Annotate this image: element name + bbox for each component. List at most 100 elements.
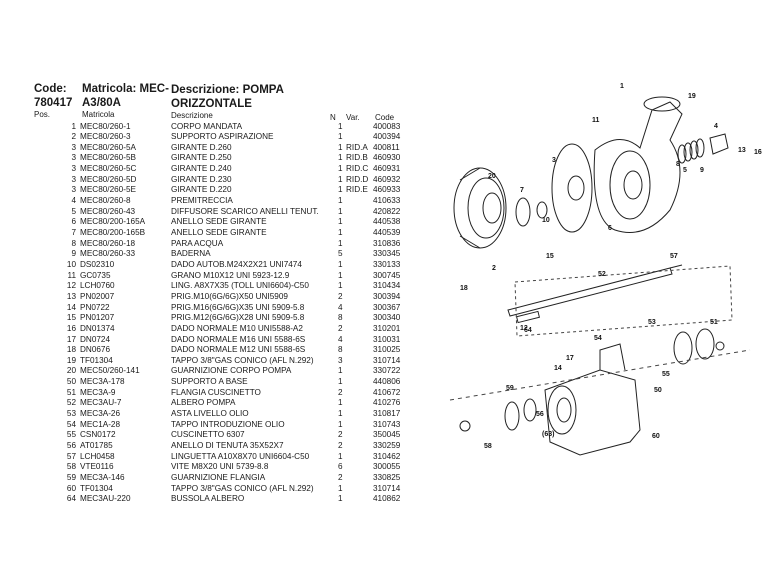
- part-pos: 15: [66, 313, 76, 323]
- part-pos: 10: [66, 259, 76, 269]
- part-pos: 17: [66, 334, 76, 344]
- part-pos: 51: [66, 387, 76, 397]
- part-quantity: 1: [338, 153, 343, 163]
- part-descrizione: TAPPO INTRODUZIONE OLIO: [171, 419, 285, 429]
- part-descrizione: ANELLO SEDE GIRANTE: [171, 228, 267, 237]
- part-quantity: 1: [338, 281, 343, 291]
- part-descrizione: GUARNIZIONE FLANGIA: [171, 472, 266, 482]
- part-descrizione: DIFFUSORE SCARICO ANELLI TENUT.: [171, 206, 319, 216]
- part-pos: 54: [66, 419, 76, 429]
- part-descrizione: PRIG.M10(6G/6G)X50 UNI5909: [171, 291, 288, 301]
- part-matricola: MEC80/260-5B: [80, 153, 136, 163]
- part-quantity: 1: [338, 270, 343, 280]
- part-code: 310714: [373, 355, 401, 365]
- part-matricola: MEC80/260-5D: [80, 174, 137, 184]
- part-code: 310743: [373, 419, 401, 429]
- part-descrizione: TAPPO 3/8"GAS CONICO (AFL N.292): [171, 483, 314, 493]
- part-matricola: MEC80/200-165B: [80, 228, 146, 237]
- part-matricola: MEC3A-9: [80, 387, 116, 397]
- part-quantity: 2: [338, 430, 343, 440]
- part-code: 410633: [373, 196, 401, 206]
- part-quantity: 8: [338, 313, 343, 323]
- table-row: 54 MEC1A-28 TAPPO INTRODUZIONE OLIO 1 310743: [0, 420, 420, 431]
- part-quantity: 1: [338, 483, 343, 493]
- part-descrizione: CUSCINETTO 6307: [171, 430, 245, 440]
- wear-ring-part: [515, 197, 531, 227]
- part-code: 460931: [373, 164, 401, 174]
- part-variant: RID.D: [346, 174, 369, 184]
- part-matricola: AT01785: [80, 441, 113, 450]
- part-quantity: 1: [338, 185, 343, 195]
- part-matricola: TF01304: [80, 483, 113, 493]
- callout-label: 57: [670, 253, 678, 260]
- part-quantity: 1: [338, 494, 343, 504]
- part-descrizione: ALBERO POMPA: [171, 398, 236, 408]
- part-pos: 3: [71, 185, 76, 195]
- part-code: 440806: [373, 377, 401, 387]
- part-descrizione: VITE M8X20 UNI 5739-8.8: [171, 462, 269, 472]
- exploded-pump-drawing: 1234567891011121314151617181920505152535…: [449, 83, 762, 456]
- part-matricola: PN02007: [80, 291, 115, 301]
- part-quantity: 8: [338, 345, 343, 355]
- part-variant: RID.B: [346, 153, 368, 163]
- part-pos: 3: [71, 142, 76, 152]
- part-pos: 3: [71, 164, 76, 174]
- part-quantity: 2: [338, 387, 343, 397]
- part-code: 440538: [373, 217, 401, 227]
- part-matricola: MEC80/260-3: [80, 132, 131, 142]
- part-matricola: MEC80/260-33: [80, 249, 136, 259]
- part-pos: 5: [71, 206, 76, 216]
- part-pos: 7: [71, 228, 76, 237]
- part-code: 310714: [373, 483, 401, 493]
- part-quantity: 1: [338, 196, 343, 206]
- part-code: 310462: [373, 451, 401, 461]
- part-descrizione: ANELLO SEDE GIRANTE: [171, 217, 267, 227]
- part-quantity: 1: [338, 238, 343, 248]
- callout-label: 20: [488, 173, 496, 180]
- part-descrizione: ANELLO DI TENUTA 35X52X7: [171, 441, 284, 450]
- part-matricola: MEC80/260-18: [80, 238, 136, 248]
- part-pos: 57: [66, 451, 76, 461]
- part-descrizione: PRIG.M12(6G/6G)X28 UNI 5909-5.8: [171, 313, 305, 323]
- part-pos: 2: [71, 132, 76, 142]
- part-quantity: 1: [338, 228, 343, 237]
- pos-label: Pos.: [34, 110, 51, 119]
- part-code: 420822: [373, 206, 401, 216]
- part-descrizione: DADO NORMALE M12 UNI 5588-6S: [171, 345, 306, 355]
- callout-label: 10: [542, 217, 550, 224]
- part-descrizione: FLANGIA CUSCINETTO: [171, 387, 261, 397]
- part-pos: 58: [66, 462, 76, 472]
- part-code: 400811: [373, 142, 400, 152]
- part-pos: 3: [71, 174, 76, 184]
- part-matricola: MEC1A-28: [80, 419, 121, 429]
- bearing-flange-part: [504, 401, 520, 431]
- part-quantity: 1: [338, 174, 343, 184]
- part-descrizione: PARA ACQUA: [171, 238, 224, 248]
- callout-label: 1: [620, 83, 624, 90]
- part-code: 330825: [373, 472, 401, 482]
- code-label: Code:: [34, 83, 67, 95]
- n-column-label: N: [330, 113, 336, 122]
- part-quantity: 4: [338, 334, 343, 344]
- bearing-support-part: [544, 343, 641, 456]
- part-descrizione: LINGUETTA A10X8X70 UNI6604-C50: [171, 451, 310, 461]
- callout-label: 17: [566, 355, 574, 362]
- matricola-value: A3/80A: [82, 97, 121, 109]
- part-matricola: PN0722: [80, 302, 110, 312]
- part-quantity: 1: [338, 419, 343, 429]
- part-code: 310201: [373, 323, 401, 333]
- part-code: 310836: [373, 238, 401, 248]
- part-matricola: DN01374: [80, 323, 115, 333]
- descrizione-label: Descrizione: POMPA: [171, 84, 284, 96]
- part-matricola: LCH0760: [80, 281, 115, 291]
